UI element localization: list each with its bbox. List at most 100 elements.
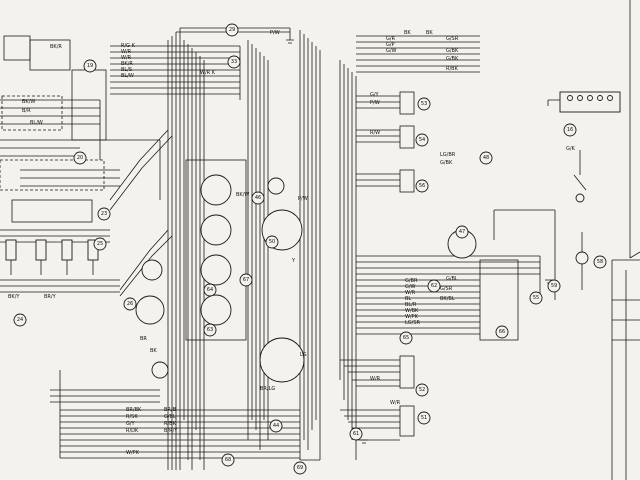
component-number-23: 23: [97, 207, 111, 221]
wire-label: P/W: [370, 100, 380, 106]
component-number-68: 68: [221, 453, 235, 467]
svg-text:47: 47: [459, 229, 465, 235]
wire-label: W/R: [405, 290, 416, 296]
wire-label: BK: [426, 30, 433, 36]
left-fuse-block: [0, 35, 107, 223]
wire-label: G/SR: [440, 286, 453, 292]
svg-text:44: 44: [273, 423, 279, 429]
wire-label: G/K: [566, 146, 576, 152]
wire-label: G/Y: [126, 421, 136, 427]
svg-text:63: 63: [207, 327, 213, 333]
svg-text:16: 16: [567, 127, 573, 133]
component-number-56: 56: [415, 179, 429, 193]
component-number-59: 59: [547, 279, 561, 293]
wire-label: W/R: [370, 376, 381, 382]
component-number-29: 29: [225, 23, 239, 37]
component-number-63: 63: [203, 323, 217, 337]
wire-label: G/BL: [164, 414, 176, 420]
wire-label: R/SK: [126, 414, 138, 420]
right-lamp: [575, 232, 589, 290]
component-number-62: 62: [427, 279, 441, 293]
battery: [547, 91, 621, 113]
wire-label: G/W: [405, 284, 416, 290]
wire-label: G/BK: [440, 160, 453, 166]
svg-text:48: 48: [483, 155, 489, 161]
component-number-69: 69: [293, 461, 307, 475]
wire-label: G/P: [386, 42, 395, 48]
wire-label: LG/BR: [440, 152, 456, 158]
svg-text:54: 54: [419, 137, 425, 143]
wire-label: R/G K: [121, 43, 136, 49]
wire-label: G/SR: [446, 36, 459, 42]
wire-label: BK/W: [22, 99, 35, 105]
wire-label: R/DK: [126, 428, 139, 434]
svg-text:64: 64: [207, 287, 213, 293]
wire-label: BK/R: [50, 44, 62, 50]
wire-label: BL/W: [121, 73, 134, 79]
wire-label: BR/LG: [260, 386, 275, 392]
wire-label: BL: [405, 296, 411, 302]
right-connectors: [399, 91, 556, 437]
lamp-cluster-left: [5, 239, 99, 275]
wire-label: W/R: [121, 55, 132, 61]
svg-text:53: 53: [421, 101, 427, 107]
wire-label: W/PK: [126, 450, 140, 456]
svg-text:19: 19: [87, 63, 93, 69]
wire-label: B/R/Y: [164, 428, 178, 434]
wire-label: G/BK: [446, 48, 459, 54]
component-numbers: 16 19 20 23 24 25 26 29: [13, 23, 607, 475]
right-boundary: [611, 0, 640, 480]
component-number-58: 58: [593, 255, 607, 269]
component-number-20: 20: [73, 151, 87, 165]
wire-label: W/R: [390, 400, 401, 406]
component-number-26: 26: [123, 297, 137, 311]
top-harness-horizontal: [110, 27, 480, 100]
svg-text:20: 20: [77, 155, 83, 161]
component-number-61: 61: [349, 427, 363, 441]
component-number-66: 66: [495, 325, 509, 339]
svg-text:69: 69: [297, 465, 303, 471]
wire-label: BR/BK: [126, 407, 142, 413]
component-number-50: 50: [265, 235, 279, 249]
svg-text:23: 23: [101, 211, 107, 217]
wire-label: BL/R: [405, 302, 417, 308]
main-harness-vertical: [167, 28, 357, 470]
wire-label: Y: [291, 258, 296, 264]
svg-text:58: 58: [597, 259, 603, 265]
wire-label: G/Y: [370, 92, 380, 98]
wire-label: W/R K: [200, 70, 216, 76]
svg-text:56: 56: [419, 183, 425, 189]
wire-label: W/PK: [405, 314, 419, 320]
svg-text:50: 50: [269, 239, 275, 245]
left-circuits: [0, 99, 173, 297]
svg-text:52: 52: [419, 387, 425, 393]
wire-label: G/W: [386, 48, 397, 54]
component-number-46: 46: [251, 191, 265, 205]
wire-label: G/BL: [446, 276, 458, 282]
wire-label: B/R: [22, 108, 31, 114]
svg-text:26: 26: [127, 301, 133, 307]
wire-label: BK/W: [236, 192, 249, 198]
wire-label: P/W: [270, 30, 280, 36]
wire-label: BK: [404, 30, 411, 36]
component-number-64: 64: [203, 283, 217, 297]
wire-label: G/R: [386, 36, 396, 42]
wire-label: LG/SR: [405, 320, 421, 326]
wire-label: BR/B: [164, 407, 177, 413]
wire-label: BK/BL: [440, 296, 455, 302]
svg-text:61: 61: [353, 431, 359, 437]
wire-label: BK: [150, 348, 157, 354]
ignition-switch: [573, 150, 587, 203]
wire-label: R/W: [370, 130, 380, 136]
component-number-65: 65: [399, 331, 413, 345]
component-number-55: 55: [529, 291, 543, 305]
component-number-51: 51: [417, 411, 431, 425]
gauge-cluster-left: [135, 259, 169, 379]
svg-text:59: 59: [551, 283, 557, 289]
component-number-48: 48: [479, 151, 493, 165]
component-number-44: 44: [269, 419, 283, 433]
wire-label: G/BR: [405, 278, 418, 284]
component-number-47: 47: [455, 225, 469, 239]
wire-label: G/BK: [446, 56, 459, 62]
